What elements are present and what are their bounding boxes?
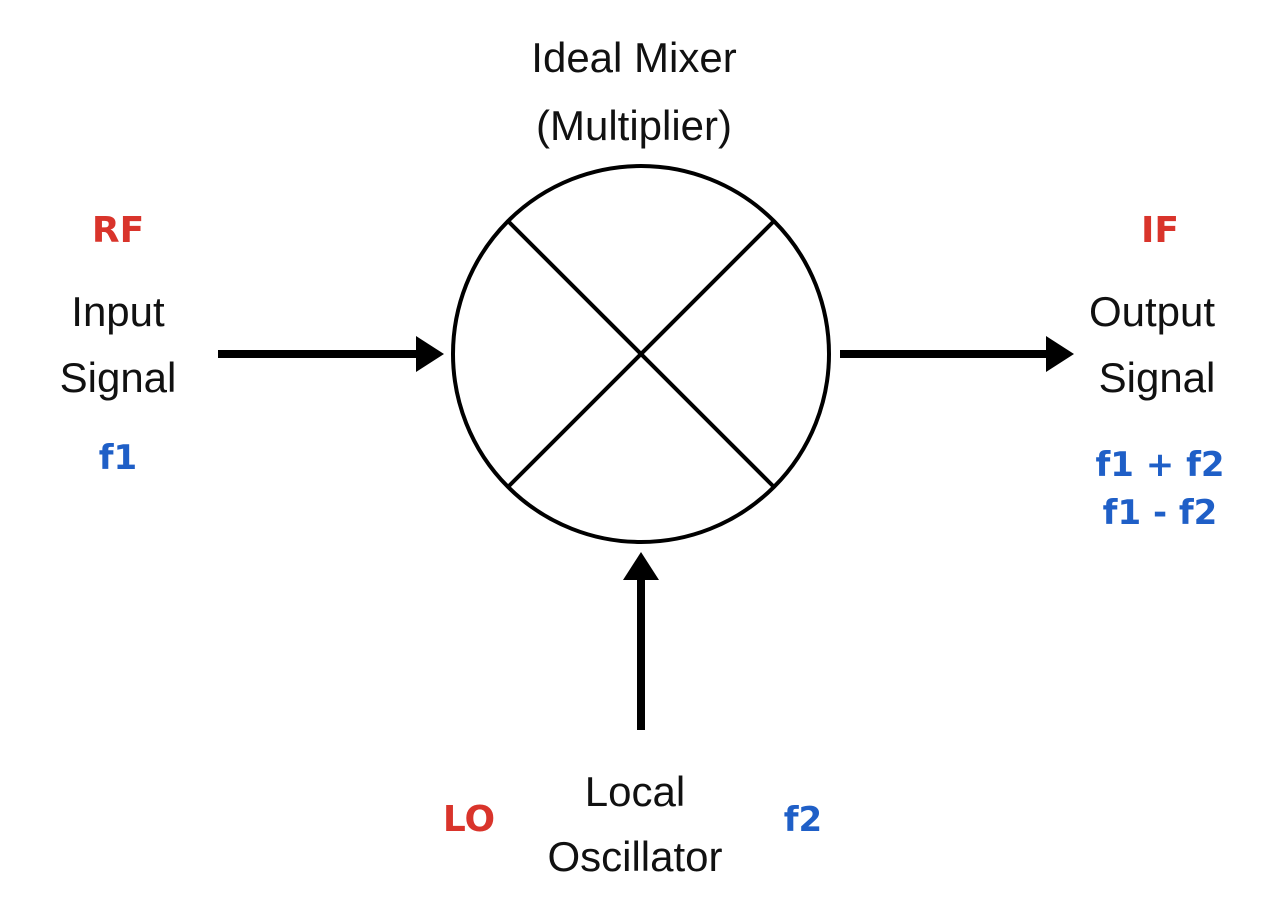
if-frequency-difference: f1 - f2 [1103,493,1218,533]
mixer-title-line2: (Multiplier) [536,102,732,149]
rf-tag: RF [92,210,144,251]
lo-arrowhead [623,552,659,580]
if-tag: IF [1141,210,1179,251]
lo-input-arrow [623,552,659,730]
if-arrowhead [1046,336,1074,372]
lo-frequency: f2 [784,800,822,840]
rf-frequency: f1 [99,438,137,478]
if-output-arrow [840,336,1074,372]
if-label-line1: Output [1089,288,1215,335]
mixer-cross-line-b [506,219,776,489]
mixer-title-line1: Ideal Mixer [531,34,736,81]
if-frequency-sum: f1 + f2 [1095,445,1224,485]
lo-label-line2: Oscillator [547,833,722,880]
lo-tag: LO [443,799,495,840]
mixer-symbol [451,164,831,544]
lo-label-line1: Local [585,768,685,815]
rf-arrowhead [416,336,444,372]
rf-input-arrow [218,336,444,372]
rf-label-line2: Signal [60,354,177,401]
mixer-circle [451,164,831,544]
if-label-line2: Signal [1099,354,1216,401]
rf-label-line1: Input [71,288,165,335]
